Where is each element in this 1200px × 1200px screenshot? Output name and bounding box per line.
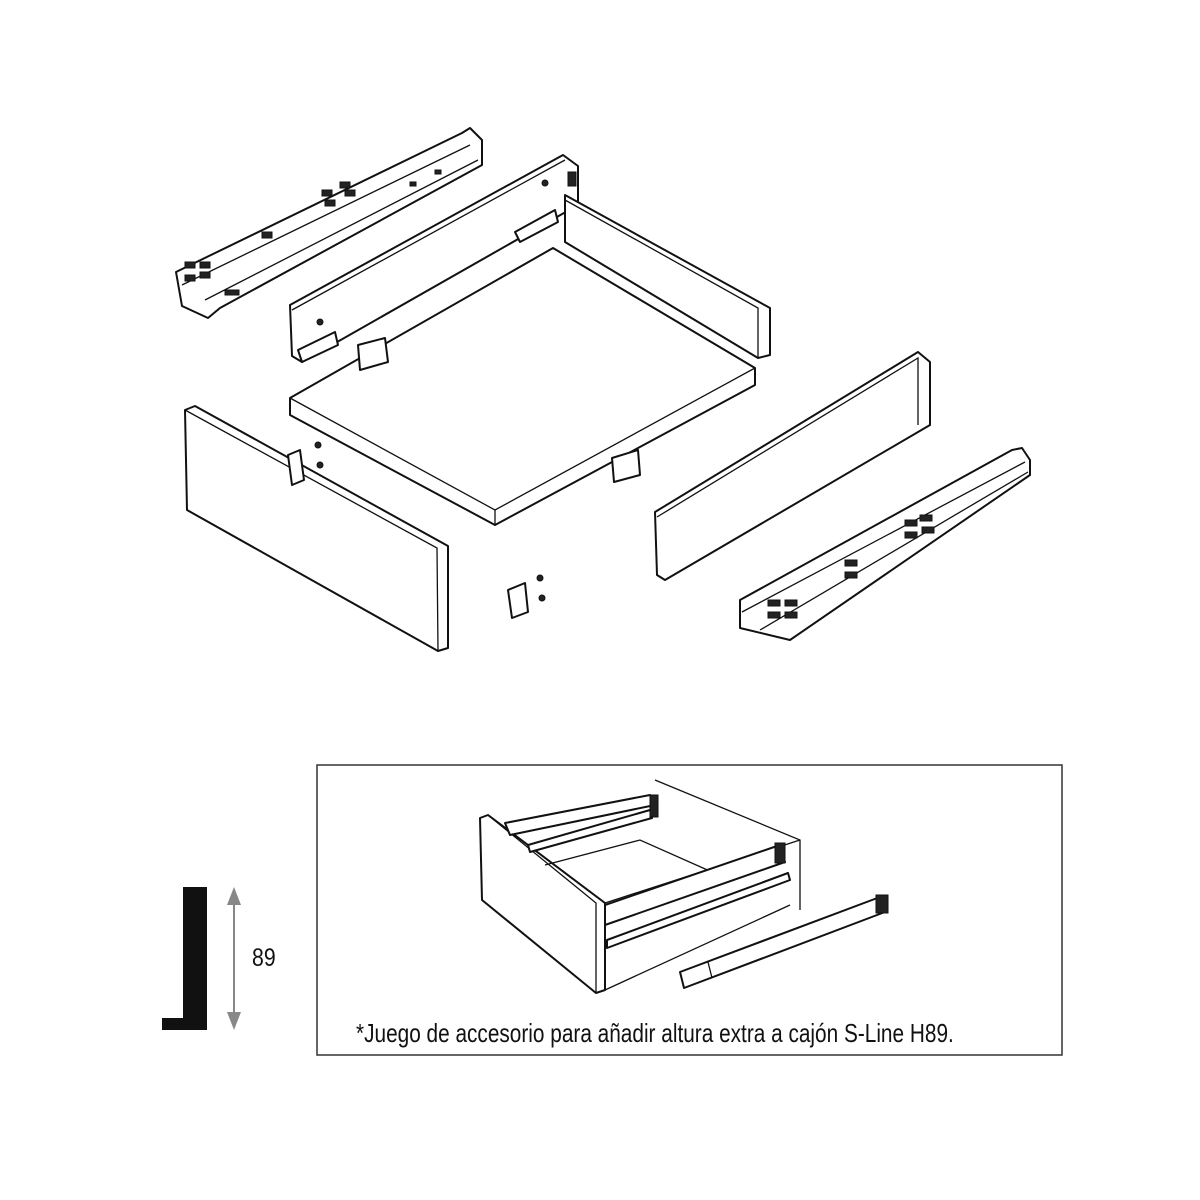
back-panel [564, 194, 771, 359]
right-side-panel [654, 351, 931, 581]
accessory-box [316, 764, 1063, 1056]
right-drawer-runner [739, 447, 1031, 641]
profile-height-label: 89 [252, 944, 276, 972]
bottom-panel [289, 247, 756, 526]
dimension-arrow [227, 887, 241, 1030]
left-side-panel [289, 154, 579, 363]
front-connector-clip [507, 574, 546, 619]
height-profile [162, 887, 207, 1030]
front-panel [184, 405, 449, 652]
raised-drawer-illustration [479, 779, 889, 994]
left-drawer-runner [175, 127, 483, 319]
accessory-caption: *Juego de accesorio para añadir altura e… [356, 1018, 954, 1048]
